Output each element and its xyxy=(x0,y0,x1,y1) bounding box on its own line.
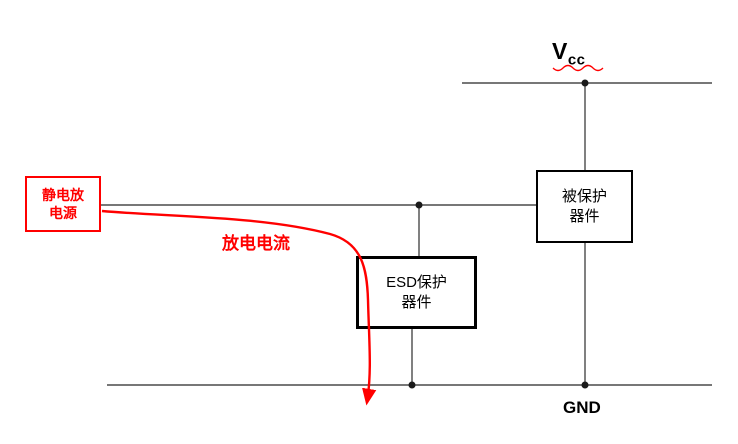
protected-device-box: 被保护 器件 xyxy=(536,170,633,243)
vcc-label-main: V xyxy=(552,38,568,64)
junction-dot-gnd-esd xyxy=(408,381,416,389)
esd-box-label-line2: 器件 xyxy=(401,293,432,311)
junction-dot-vcc xyxy=(581,79,589,87)
vcc-label: Vcc xyxy=(552,38,586,69)
vcc-label-subscript: cc xyxy=(567,51,586,69)
esd-box-label-line1: ESD保护 xyxy=(386,274,447,291)
static-discharge-source-box: 静电放 电源 xyxy=(25,176,101,232)
junction-dot-gnd-protected xyxy=(581,381,589,389)
gnd-label: GND xyxy=(563,398,601,417)
discharge-current-label: 放电电流 xyxy=(222,234,290,253)
protected-box-label-line2: 器件 xyxy=(569,207,600,225)
source-box-label-line2: 电源 xyxy=(49,205,77,221)
source-box-label-line1: 静电放 xyxy=(42,186,84,203)
protected-box-label-line1: 被保护 xyxy=(561,188,607,205)
junction-dot-main-wire xyxy=(415,201,423,209)
esd-protection-device-box: ESD保护 器件 xyxy=(356,256,477,329)
